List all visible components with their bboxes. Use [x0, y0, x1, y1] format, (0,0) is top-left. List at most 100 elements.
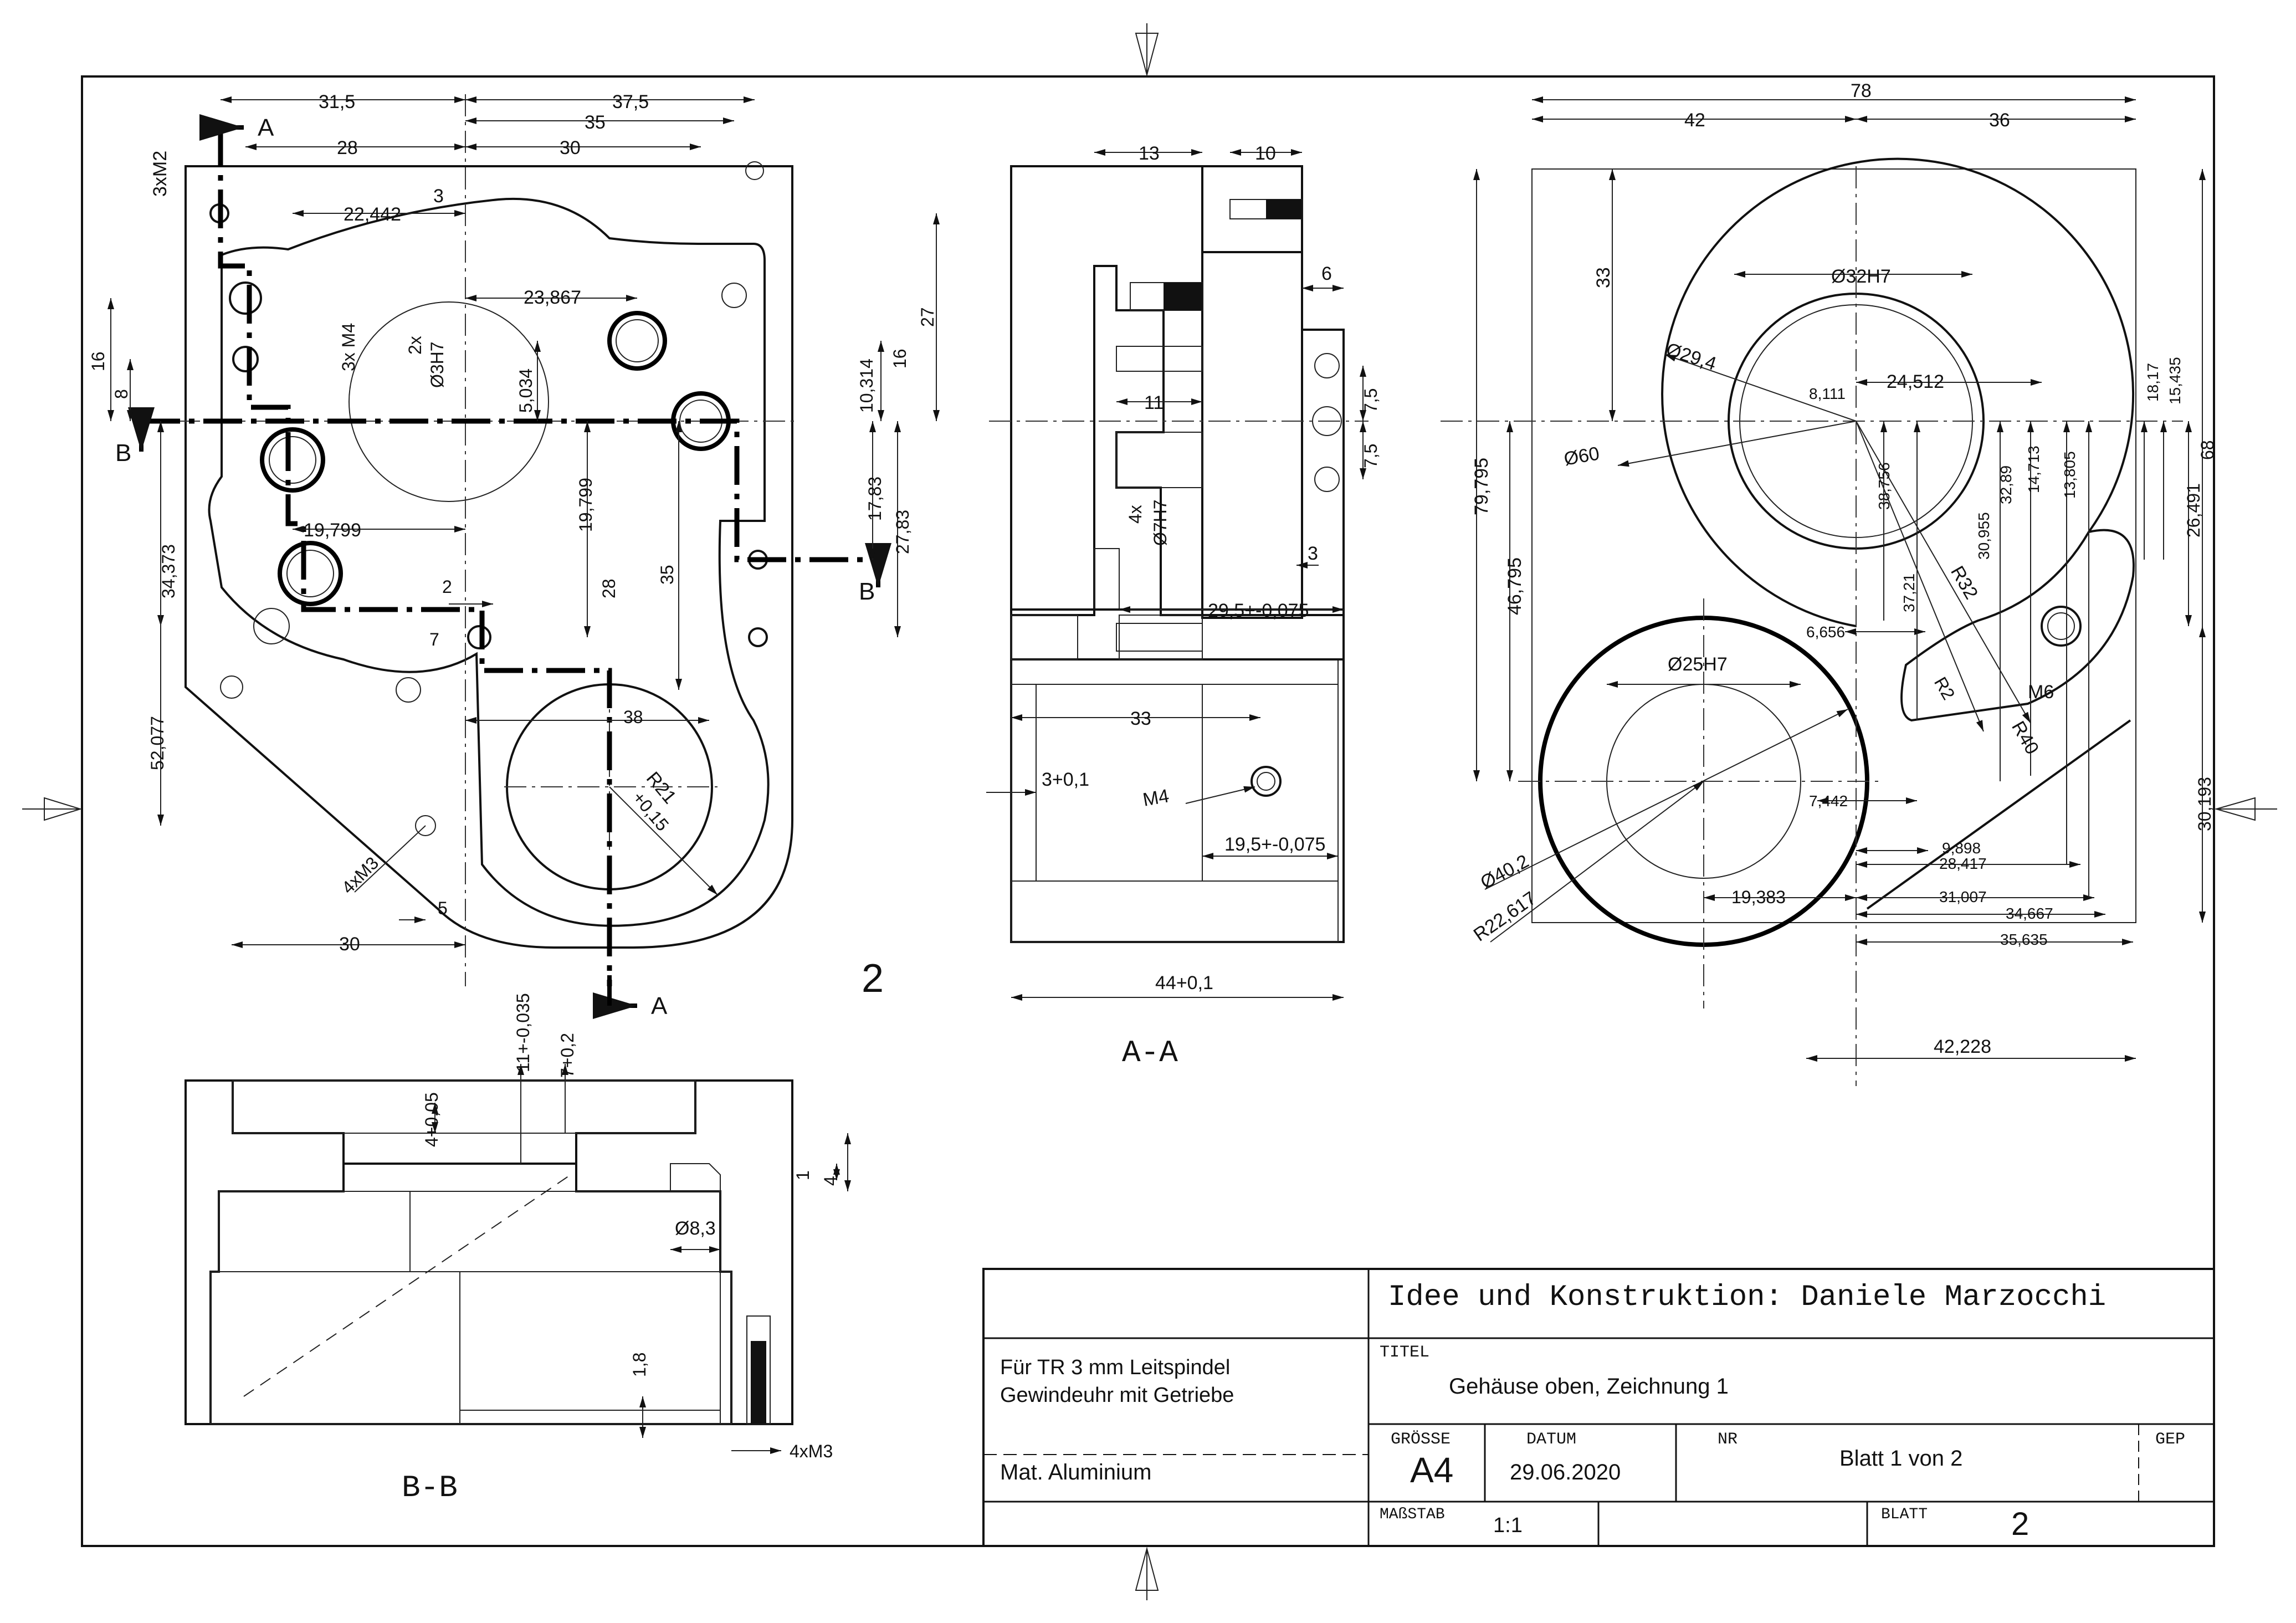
dim-7-442: 7,442 [1809, 792, 1848, 810]
dim-26-491: 26,491 [2184, 483, 2203, 537]
dim-79-795: 79,795 [1471, 458, 1492, 515]
dim-35-v: 35 [657, 565, 677, 585]
dim-30-193: 30,193 [2195, 777, 2215, 831]
blatt-label: BLATT [1881, 1506, 1928, 1523]
dim-4x: 4x [1125, 505, 1145, 524]
dim-9-898: 9,898 [1942, 839, 1981, 857]
dim-16-right: 16 [890, 349, 910, 368]
nr-label: NR [1718, 1430, 1738, 1449]
dim-34-373: 34,373 [158, 544, 178, 598]
dim-35-635: 35,635 [2000, 931, 2048, 948]
blatt-value: 2 [2011, 1506, 2029, 1542]
dim-14-713: 14,713 [2025, 446, 2042, 493]
groesse-value: A4 [1410, 1450, 1453, 1490]
dim-10-314: 10,314 [857, 359, 877, 413]
dim-30-bottom: 30 [339, 934, 360, 955]
dim-15-435: 15,435 [2166, 357, 2184, 405]
dim-4xm3: 4xM3 [337, 853, 382, 898]
dim-8-111: 8,111 [1809, 385, 1846, 402]
dim-17-83: 17,83 [865, 477, 885, 521]
dim-30: 30 [560, 137, 581, 158]
right-view: 78 42 36 33 Ø32H7 Ø29,4 24,512 8,111 Ø60… [1441, 80, 2217, 1086]
dim-30-955: 30,955 [1975, 512, 1992, 560]
dim-10: 10 [1255, 143, 1276, 164]
dim-1-8: 1,8 [629, 1353, 649, 1377]
dim-3xm4: 3x M4 [339, 323, 358, 371]
designer-text: Idee und Konstruktion: Daniele Marzocchi [1388, 1281, 2106, 1314]
dim-19-799-v: 19,799 [576, 478, 596, 532]
cut-label-b-left: B [115, 439, 131, 467]
dim-r40: R40 [2007, 718, 2043, 758]
dim-19-383: 19,383 [1731, 887, 1786, 907]
dim-27-83: 27,83 [893, 510, 913, 554]
dim-3-01: 3+0,1 [1042, 769, 1089, 790]
dim-28: 28 [337, 137, 358, 158]
dim-37-21: 37,21 [1900, 574, 1918, 612]
massstab-label: MAßSTAB [1380, 1506, 1445, 1523]
section-b-b: 11+-0,035 7+0,2 4+0,05 1 4 Ø8,3 1,8 4xM3… [184, 993, 851, 1506]
dim-4xm3-bb: 4xM3 [790, 1441, 833, 1461]
view-number: 2 [862, 956, 884, 1001]
dim-d40-2: Ø40,2 [1477, 851, 1533, 893]
dim-19-5: 19,5+-0,075 [1224, 834, 1325, 855]
dim-42-228: 42,228 [1934, 1036, 1991, 1057]
dim-33: 33 [1130, 708, 1151, 729]
dim-3: 3 [1308, 543, 1318, 564]
dim-13: 13 [1139, 143, 1160, 164]
dim-4-005: 4+0,05 [422, 1092, 442, 1147]
dim-44: 44+0,1 [1155, 972, 1213, 994]
dim-d32h7: Ø32H7 [1831, 266, 1891, 287]
dim-68: 68 [2197, 440, 2217, 460]
dim-31-007: 31,007 [1939, 888, 1987, 905]
dim-6-656: 6,656 [1806, 623, 1845, 641]
dim-5-034: 5,034 [516, 368, 536, 413]
massstab-value: 1:1 [1493, 1514, 1523, 1537]
dim-22-442: 22,442 [344, 204, 401, 225]
dim-46-795: 46,795 [1504, 557, 1525, 615]
dim-3xm2: 3xM2 [150, 151, 171, 197]
section-a-a-label: A-A [1122, 1035, 1178, 1071]
dim-m4: M4 [1141, 785, 1171, 811]
dim-37-5: 37,5 [612, 91, 649, 112]
dim-36: 36 [1989, 110, 2010, 131]
dim-13-805: 13,805 [2061, 451, 2078, 499]
dim-33: 33 [1593, 267, 1614, 288]
dim-27: 27 [918, 307, 937, 327]
dim-35: 35 [585, 112, 606, 133]
cut-label-b-right: B [859, 578, 875, 605]
dim-d8-3: Ø8,3 [675, 1218, 716, 1239]
dim-11-035: 11+-0,035 [513, 993, 533, 1072]
dim-r2: R2 [1930, 674, 1959, 703]
dim-31-5: 31,5 [319, 91, 355, 112]
cut-label-a-top: A [258, 114, 274, 141]
section-a-a: 13 10 6 11 7,5 7,5 4x Ø7H7 3 29,5+-0,075… [986, 143, 1381, 1071]
titel-label: TITEL [1380, 1343, 1429, 1362]
dim-19-799-h: 19,799 [304, 520, 361, 541]
dim-23-867: 23,867 [524, 287, 581, 308]
dim-m6: M6 [2028, 682, 2054, 703]
gep-label: GEP [2155, 1430, 2185, 1449]
nr-value: Blatt 1 von 2 [1839, 1446, 1962, 1471]
dim-7-02: 7+0,2 [557, 1033, 577, 1078]
dim-h3h7: Ø3H7 [427, 341, 447, 388]
dim-38: 38 [623, 707, 643, 727]
dim-38-756: 38,756 [1875, 462, 1893, 510]
dim-d60: Ø60 [1562, 443, 1601, 470]
front-view: A A B B [88, 91, 940, 1020]
dim-5: 5 [438, 898, 448, 918]
dim-d25h7: Ø25H7 [1668, 654, 1728, 675]
dim-28-v: 28 [599, 578, 619, 598]
dim-16-left: 16 [88, 351, 108, 371]
material-text: Mat. Aluminium [1000, 1460, 1151, 1484]
dim-78: 78 [1851, 80, 1872, 101]
title-block: Idee und Konstruktion: Daniele Marzocchi… [982, 1268, 2215, 1547]
dim-18-17: 18,17 [2144, 363, 2161, 402]
dim-52-077: 52,077 [147, 716, 167, 770]
dim-7-5-a: 7,5 [1361, 388, 1381, 413]
dim-d29-4: Ø29,4 [1664, 339, 1719, 375]
dim-34-667: 34,667 [2006, 905, 2053, 922]
note-line-1: Für TR 3 mm Leitspindel [1000, 1356, 1230, 1379]
dim-24-512: 24,512 [1887, 371, 1944, 392]
dim-8: 8 [111, 389, 131, 399]
